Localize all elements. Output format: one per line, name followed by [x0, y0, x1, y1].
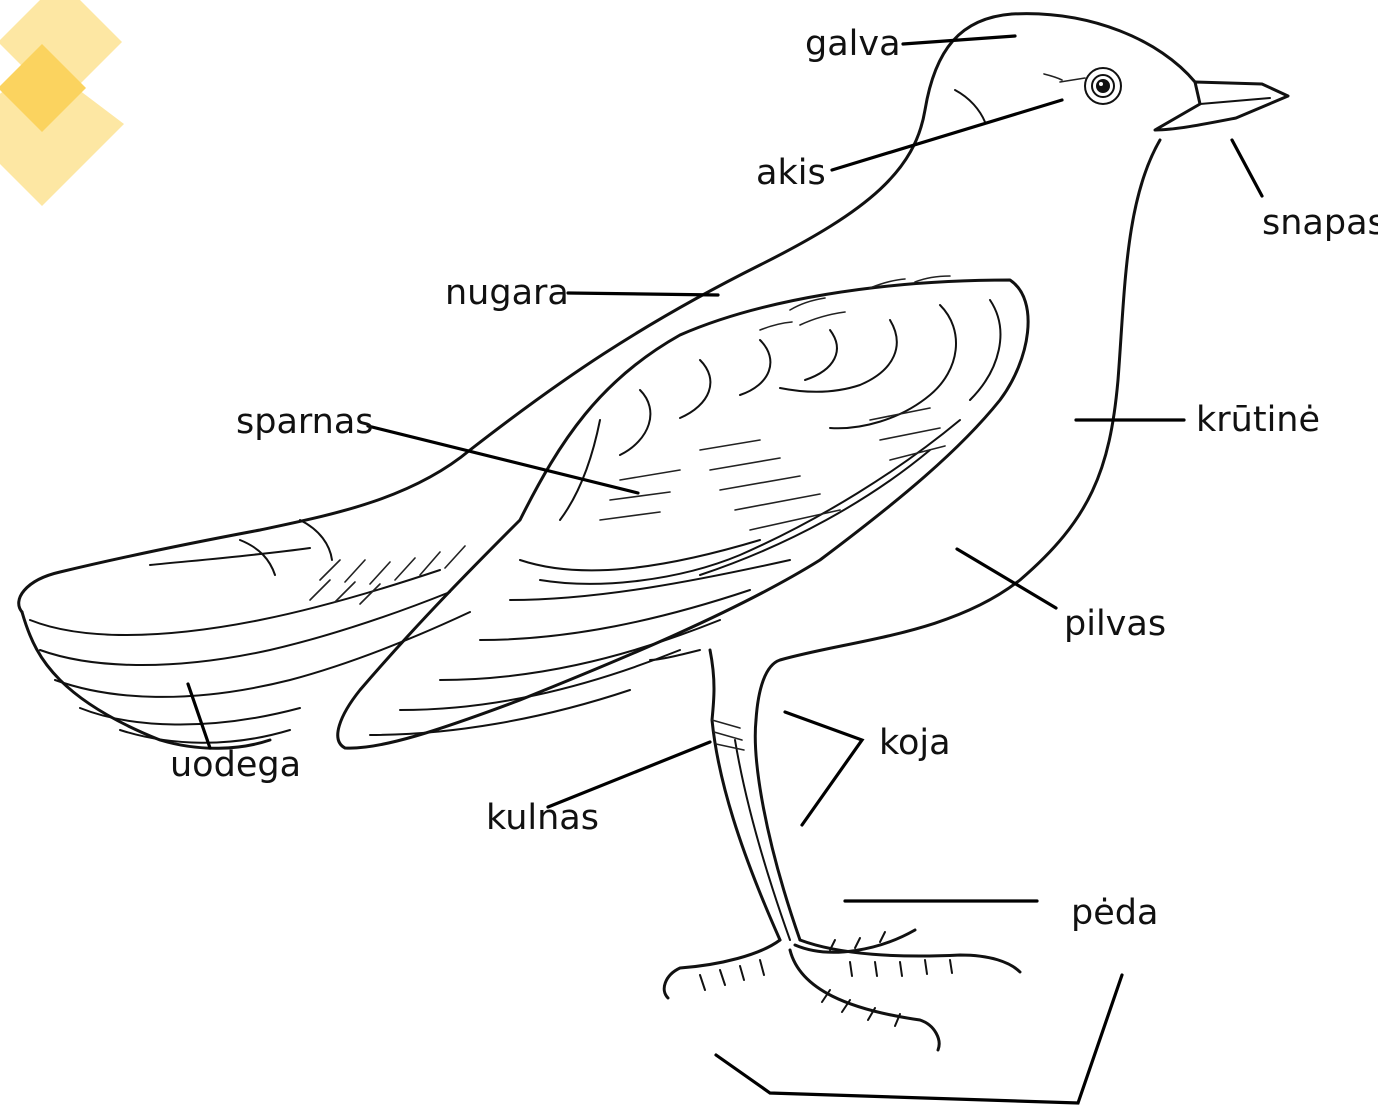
bird-legs: [650, 650, 800, 940]
bird-head-outline: [1012, 14, 1195, 82]
labels: galva akis snapas nugara sparnas krūtinė…: [170, 24, 1378, 933]
bird-eye: [1044, 68, 1121, 104]
bird-wing: [338, 276, 1028, 748]
leader-nugara: [568, 293, 718, 295]
peda-bracket: [716, 975, 1122, 1103]
bird-beak: [1155, 82, 1288, 130]
label-koja: koja: [879, 723, 951, 763]
leader-koja: [785, 712, 862, 825]
bird-back-outline: [19, 14, 1012, 612]
leader-sparnas: [368, 426, 638, 493]
label-krutine: krūtinė: [1196, 400, 1320, 440]
leader-uodega: [188, 684, 210, 748]
leader-akis: [832, 100, 1062, 170]
label-sparnas: sparnas: [236, 402, 374, 442]
label-pilvas: pilvas: [1064, 604, 1166, 644]
bird-tail: [22, 520, 470, 748]
label-peda: pėda: [1071, 893, 1158, 933]
bird-feet: [664, 930, 1020, 1050]
leader-pilvas: [957, 549, 1056, 608]
bird-beak-line: [1200, 98, 1270, 104]
leader-snapas: [1232, 140, 1262, 196]
label-galva: galva: [805, 24, 901, 64]
leader-lines: [188, 36, 1262, 1103]
label-akis: akis: [756, 153, 826, 193]
label-kulnas: kulnas: [486, 798, 599, 838]
label-nugara: nugara: [445, 273, 569, 313]
corner-decoration: [0, 0, 124, 206]
leader-galva: [903, 36, 1015, 44]
bird-head-mark: [955, 90, 985, 122]
label-uodega: uodega: [170, 745, 301, 785]
label-snapas: snapas: [1262, 203, 1378, 243]
